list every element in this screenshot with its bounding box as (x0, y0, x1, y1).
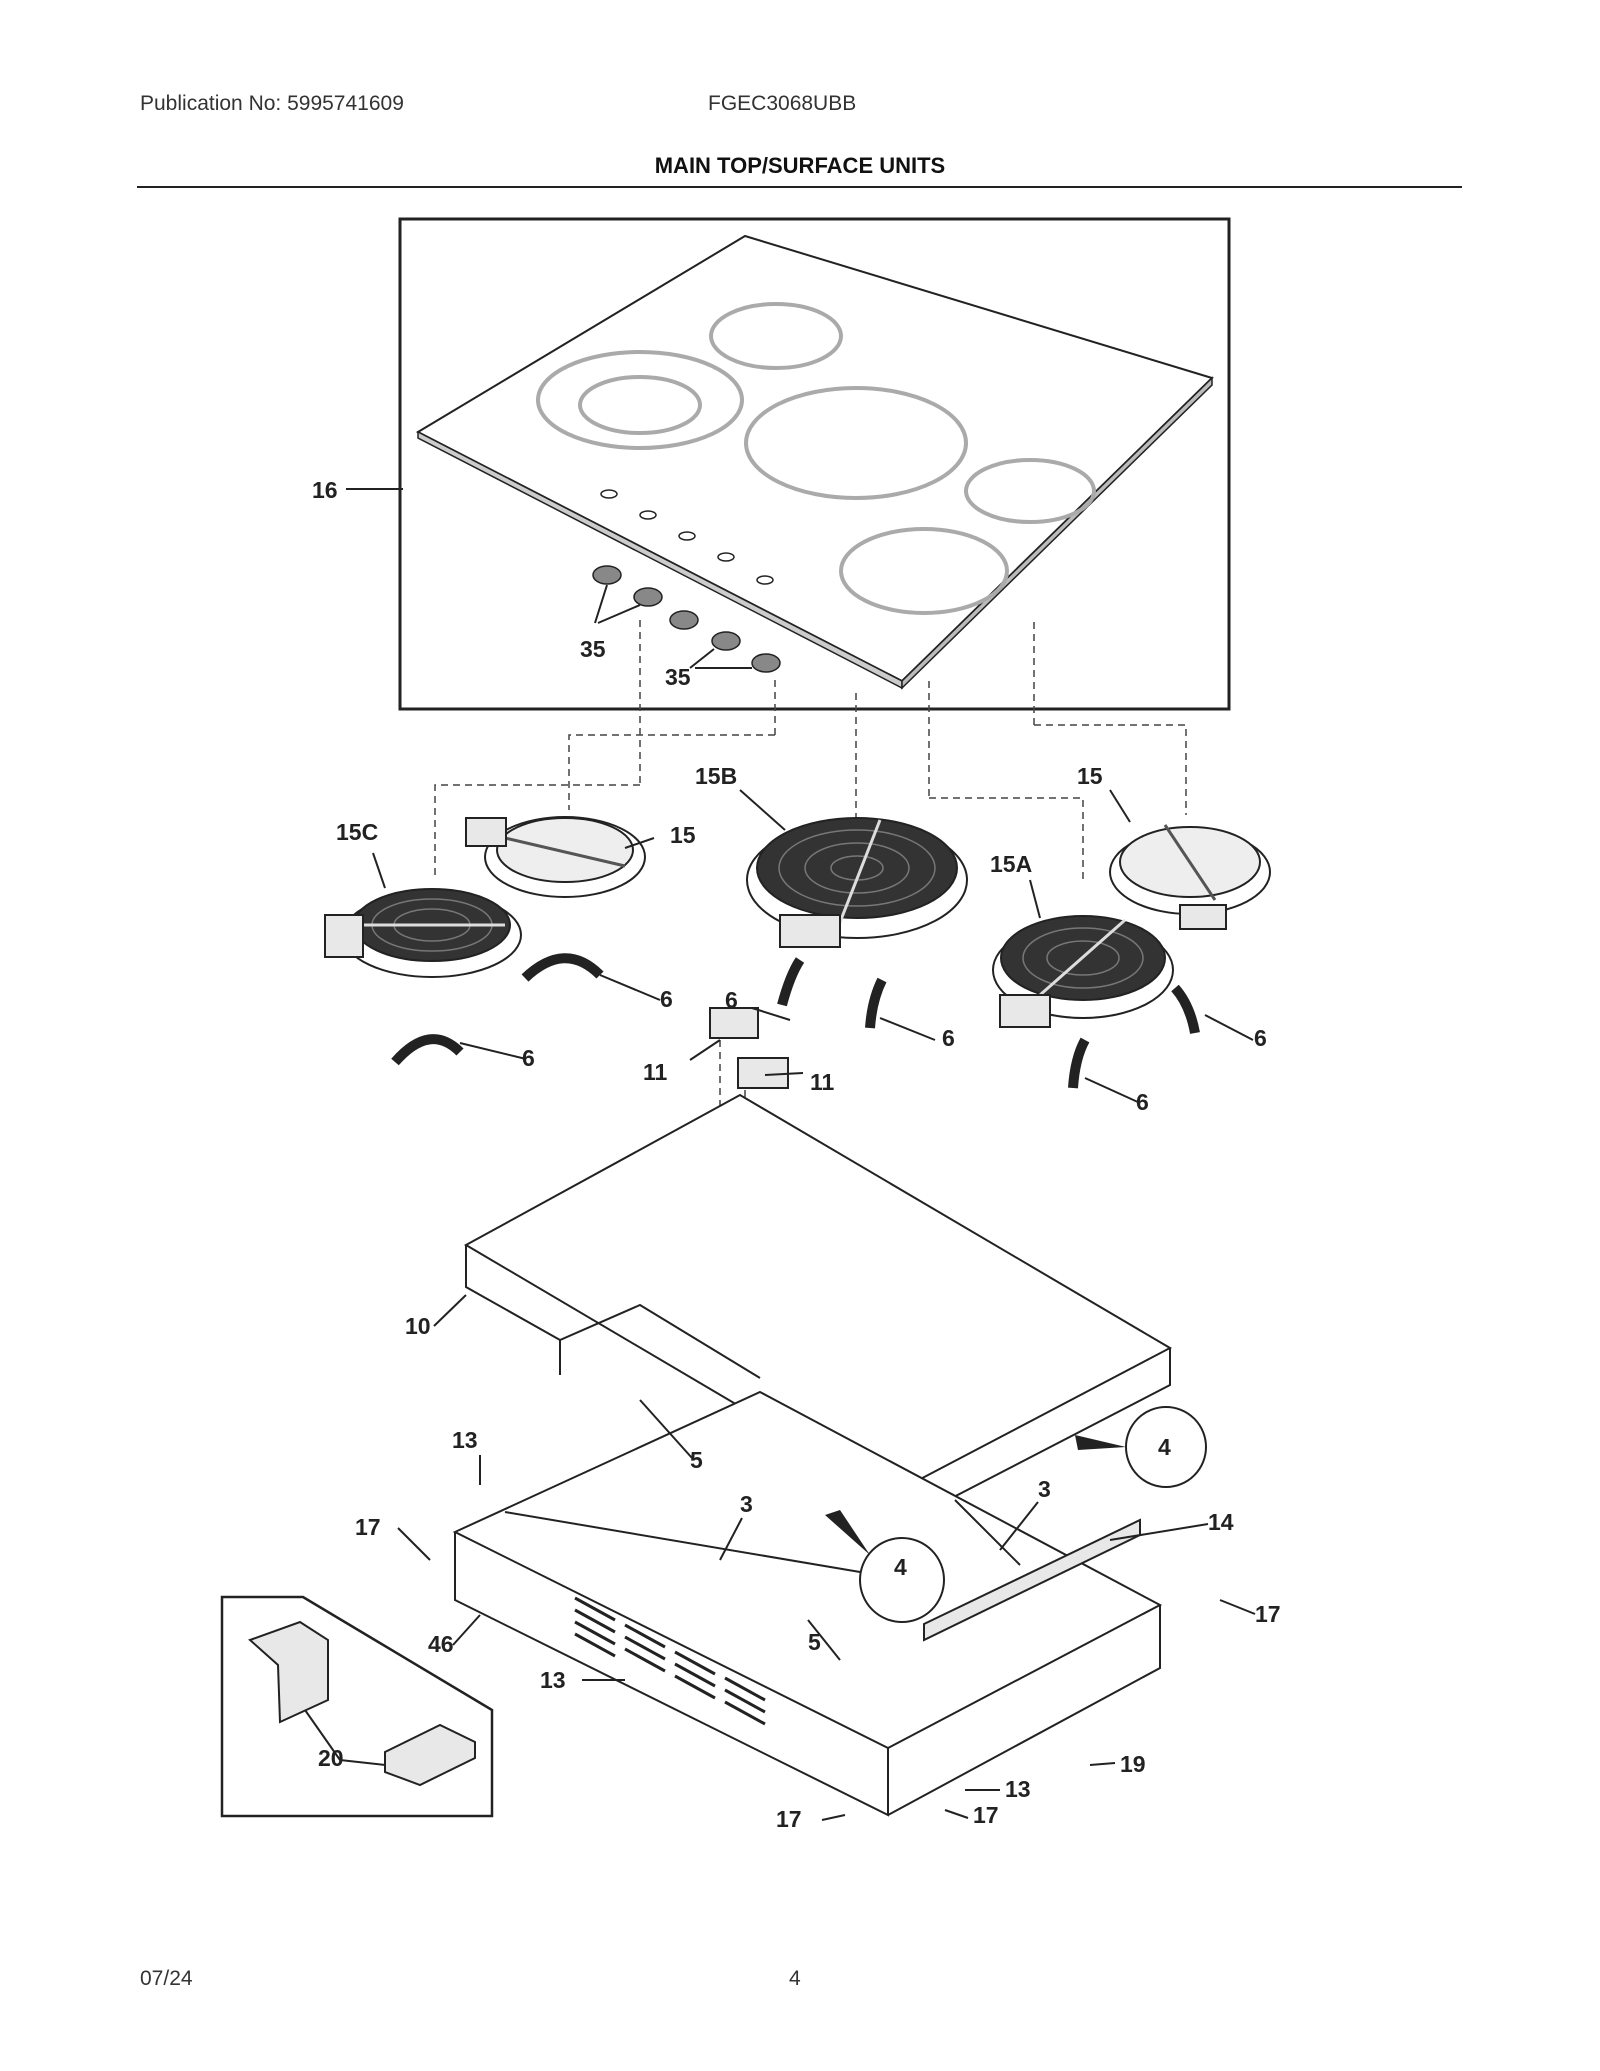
callout-4-left: 4 (894, 1554, 907, 1580)
callout-15a: 15A (990, 851, 1032, 877)
inset-bracket-detail (220, 1595, 494, 1818)
surface-element-15a (992, 915, 1174, 1028)
callout-3-right: 3 (1038, 1476, 1051, 1502)
callout-6-lower-right: 6 (1136, 1089, 1149, 1115)
callout-17-left: 17 (355, 1514, 381, 1540)
callout-6-far-right: 6 (1254, 1025, 1267, 1051)
callout-14: 14 (1208, 1509, 1234, 1535)
page-title: MAIN TOP/SURFACE UNITS (654, 153, 946, 178)
callout-6-left: 6 (660, 986, 673, 1012)
page-number: 4 (789, 1967, 801, 1990)
callout-35-left: 35 (580, 636, 606, 662)
cooktop-glass-panel (346, 217, 1231, 830)
callout-11-left: 11 (643, 1059, 668, 1085)
callout-5-bottom: 5 (808, 1629, 821, 1655)
callout-46: 46 (428, 1631, 454, 1657)
callout-16: 16 (312, 477, 338, 503)
surface-element-15c (324, 888, 522, 978)
lower-chassis (452, 1390, 1163, 1817)
surface-element-15-right (1109, 824, 1271, 930)
callout-6-center: 6 (725, 987, 738, 1013)
footer-date: 07/24 (140, 1967, 193, 1990)
callout-15-left: 15 (670, 822, 696, 848)
header-rule (137, 186, 1462, 188)
model-number: FGEC3068UBB (708, 92, 857, 115)
callout-35-right: 35 (665, 664, 691, 690)
callout-17-right: 17 (1255, 1601, 1281, 1627)
element-clips (391, 953, 1200, 1089)
callout-15b: 15B (695, 763, 737, 789)
callout-6-center-right: 6 (942, 1025, 955, 1051)
surface-element-15-left (465, 816, 646, 898)
surface-element-15b (746, 817, 968, 948)
callout-13-bottom: 13 (1005, 1776, 1031, 1802)
callout-15-right: 15 (1077, 763, 1103, 789)
callout-11-right: 11 (810, 1069, 835, 1095)
callout-10: 10 (405, 1313, 431, 1339)
publication-number: Publication No: 5995741609 (140, 92, 404, 115)
callout-13-top: 13 (452, 1427, 478, 1453)
callout-17-bottom-right: 17 (973, 1802, 999, 1828)
callout-19: 19 (1120, 1751, 1146, 1777)
callout-4-right: 4 (1158, 1434, 1171, 1460)
callout-13-left: 13 (540, 1667, 566, 1693)
detail-circle-4-left (859, 1537, 945, 1623)
callout-15c: 15C (336, 819, 378, 845)
callout-20: 20 (318, 1745, 344, 1771)
callout-3-left: 3 (740, 1491, 753, 1517)
callout-5-top: 5 (690, 1447, 703, 1473)
callout-6-bottom-left: 6 (522, 1045, 535, 1071)
callout-17-bottom-left: 17 (776, 1806, 802, 1832)
